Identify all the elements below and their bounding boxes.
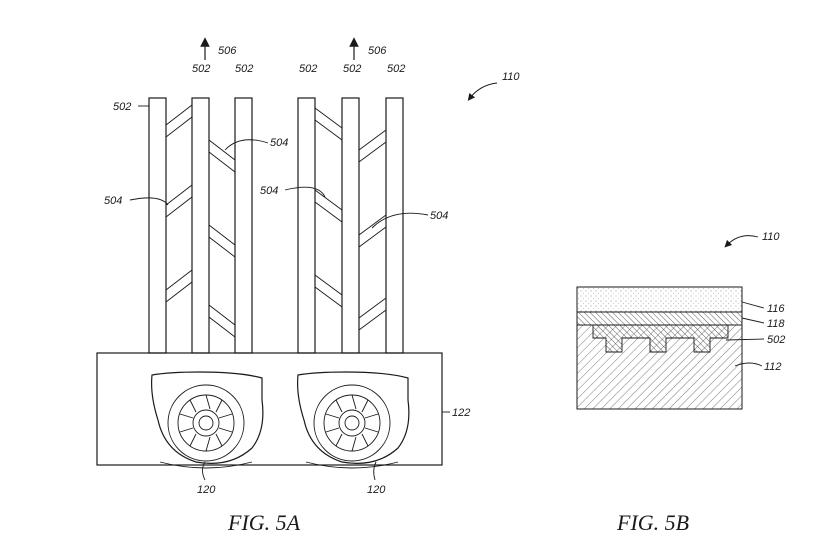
label-502: 502 [299, 63, 317, 75]
leader-arrow-110 [724, 235, 759, 248]
label-504: 504 [260, 185, 278, 197]
tube-502 [297, 97, 316, 354]
leader-line [373, 461, 377, 481]
label-502: 502 [387, 63, 405, 75]
fin-group [165, 104, 387, 338]
label-502: 502 [192, 63, 210, 75]
leader-line [725, 338, 765, 341]
layer-118 [576, 311, 743, 326]
leader-line [734, 362, 763, 367]
label-504: 504 [270, 137, 288, 149]
label-112: 112 [764, 361, 782, 373]
layer-116 [576, 286, 743, 313]
housing-122 [96, 352, 443, 466]
tube-group [148, 97, 404, 354]
label-504: 504 [104, 195, 122, 207]
label-502: 502 [113, 101, 131, 113]
leader-line [284, 186, 326, 198]
fan-120-left [151, 371, 264, 469]
label-122: 122 [452, 407, 470, 419]
leader-line [371, 212, 429, 229]
tube-502 [234, 97, 253, 354]
label-506-right: 506 [368, 45, 387, 57]
label-506-left: 506 [218, 45, 237, 57]
leader-line [202, 461, 206, 481]
label-120: 120 [367, 484, 386, 496]
leader-arrow-110 [467, 82, 498, 101]
leader-line [129, 197, 169, 206]
label-116: 116 [767, 303, 785, 315]
label-502: 502 [235, 63, 253, 75]
fan-120-right [297, 371, 410, 469]
label-502: 502 [343, 63, 361, 75]
label-120: 120 [197, 484, 216, 496]
leader-line [741, 301, 765, 309]
fig-5a: 506 506 502 502 502 502 502 502 504 504 … [96, 37, 520, 535]
tube-section-502 [592, 324, 729, 353]
label-502: 502 [767, 334, 785, 346]
leader-line [741, 317, 765, 324]
fig-5b: 110 116 118 502 112 FIG. 5B [576, 231, 785, 535]
tube-502 [191, 97, 210, 354]
tube-502 [341, 97, 360, 354]
leader-line [224, 139, 269, 151]
label-118: 118 [767, 318, 785, 330]
label-110: 110 [502, 71, 520, 83]
label-110: 110 [762, 231, 780, 243]
tube-502 [385, 97, 404, 354]
figure-caption-5b: FIG. 5B [616, 510, 689, 535]
figure-caption-5a: FIG. 5A [227, 510, 301, 535]
tube-502 [148, 97, 167, 354]
label-504: 504 [430, 210, 448, 222]
